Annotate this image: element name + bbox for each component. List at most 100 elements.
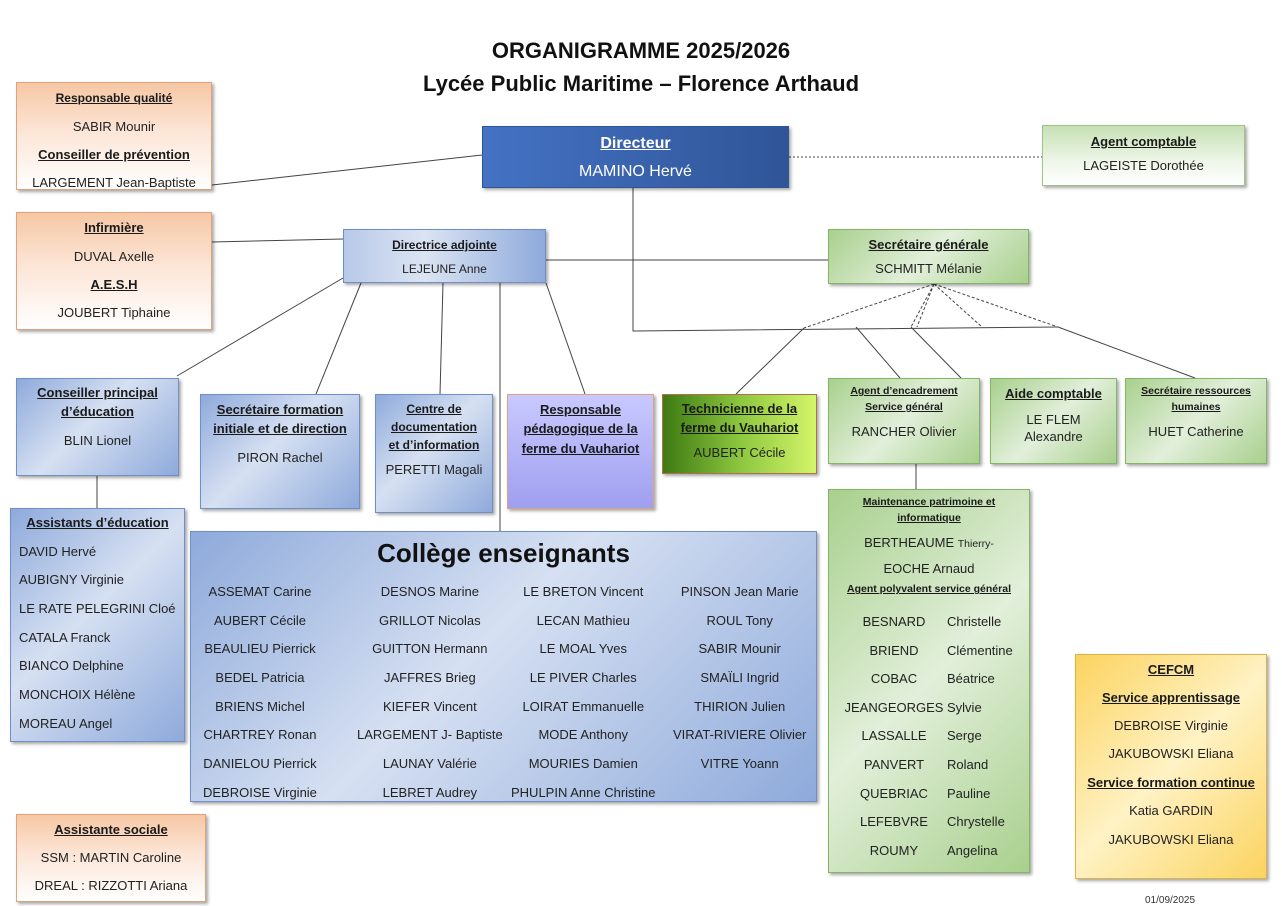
list-item: CATALA Franck xyxy=(19,629,111,645)
connector-adjointe-cdi xyxy=(439,282,444,395)
directeur-name: MAMINO Hervé xyxy=(579,163,692,180)
agent-lastname: ROUMY xyxy=(869,842,919,858)
secretaire-generale-name: SCHMITT Mélanie xyxy=(875,261,982,276)
teacher-name: ROUL Tony xyxy=(706,612,773,628)
list-item: AUBIGNY Virginie xyxy=(19,572,125,588)
directeur-heading: Directeur xyxy=(600,135,671,152)
teacher-name: GRILLOT Nicolas xyxy=(379,612,481,628)
technicienne-heading-line2: ferme du Vauhariot xyxy=(680,420,799,436)
maintenance-name-1: BERTHEAUME Thierry- xyxy=(829,535,1029,561)
service-formation-continue-heading: Service formation continue xyxy=(1087,775,1255,790)
secretaire-formation-heading-line1: Secrétaire formation xyxy=(216,402,344,417)
connector-qualite-directeur xyxy=(211,154,483,186)
teacher-name: BRIENS Michel xyxy=(215,698,305,714)
teacher-name: VITRE Yoann xyxy=(700,756,779,772)
agent-encadrement-heading-line2: Service général xyxy=(865,401,943,414)
agent-comptable-box: Agent comptable LAGEISTE Dorothée xyxy=(1042,125,1245,186)
list-item: MOREAU Angel xyxy=(19,715,113,731)
cefcm-heading: CEFCM xyxy=(1147,662,1195,677)
connector-services-encadrement xyxy=(855,326,901,379)
secretaire-formation-name: PIRON Rachel xyxy=(237,449,323,465)
maintenance-heading-line2: informatique xyxy=(897,512,961,525)
college-column-4: PINSON Jean Marie ROUL Tony SABIR Mounir… xyxy=(673,584,806,785)
teacher-name: DEBROISE Virginie xyxy=(203,784,317,800)
assistants-education-box: Assistants d’éducation DAVID Hervé AUBIG… xyxy=(10,508,185,742)
responsable-qualite-name: SABIR Mounir xyxy=(72,119,156,134)
directeur-box: Directeur MAMINO Hervé xyxy=(482,126,789,188)
dashed-secgen-technicienne xyxy=(803,283,935,329)
cdi-box: Centre de documentation et d’information… xyxy=(375,394,493,513)
agent-lastname: BESNARD xyxy=(862,614,926,629)
teacher-name: PHULPIN Anne Christine xyxy=(511,784,656,800)
agent-lastname: LEFEBVRE xyxy=(860,814,928,830)
list-item: DAVID Hervé xyxy=(19,543,97,559)
agent-comptable-name: LAGEISTE Dorothée xyxy=(1083,158,1204,173)
teacher-name: LECAN Mathieu xyxy=(536,612,630,628)
secretaire-generale-box: Secrétaire générale SCHMITT Mélanie xyxy=(828,229,1029,284)
chart-title: ORGANIGRAMME 2025/2026 xyxy=(491,38,791,63)
connector-services-rh xyxy=(1057,326,1196,379)
connector-services-aide xyxy=(910,326,962,379)
teacher-name: LOIRAT Emmanuelle xyxy=(522,698,645,714)
teacher-name: LE PIVER Charles xyxy=(529,670,637,686)
technicienne-name: AUBERT Cécile xyxy=(693,444,786,460)
assistante-sociale-name-1: SSM : MARTIN Caroline xyxy=(40,850,182,865)
teacher-name: MODE Anthony xyxy=(538,727,629,743)
document-date: 01/09/2025 xyxy=(1145,895,1196,906)
infirmiere-box: Infirmière DUVAL Axelle A.E.S.H JOUBERT … xyxy=(16,212,212,330)
aesh-heading: A.E.S.H xyxy=(90,277,138,292)
teacher-name: LEBRET Audrey xyxy=(382,784,478,800)
teacher-name: DESNOS Marine xyxy=(380,584,479,599)
agent-comptable-heading: Agent comptable xyxy=(1090,134,1197,149)
chart-subtitle: Lycée Public Maritime – Florence Arthaud xyxy=(422,71,860,96)
resp-peda-heading-line2: pédagogique de la xyxy=(523,421,638,437)
maintenance-box: Maintenance patrimoine et informatique B… xyxy=(828,489,1030,873)
secretaire-rh-heading-line2: humaines xyxy=(1171,401,1221,414)
assistante-sociale-heading: Assistante sociale xyxy=(54,822,168,837)
technicienne-box: Technicienne de la ferme du Vauhariot AU… xyxy=(662,394,817,474)
cdi-name: PERETTI Magali xyxy=(385,462,483,477)
agent-encadrement-name: RANCHER Olivier xyxy=(851,424,957,440)
list-item: BESNARD Christelle xyxy=(841,614,1013,643)
cpe-name: BLIN Lionel xyxy=(63,432,132,448)
maintenance-name-1-main: BERTHEAUME xyxy=(864,535,955,551)
secretaire-rh-name: HUET Catherine xyxy=(1148,424,1244,440)
list-item: MONCHOIX Hélène xyxy=(19,687,136,703)
agent-firstname: Sylvie xyxy=(947,699,982,715)
agent-firstname: Christelle xyxy=(947,614,1002,629)
teacher-name: MOURIES Damien xyxy=(528,756,638,772)
assistante-sociale-box: Assistante sociale SSM : MARTIN Caroline… xyxy=(16,814,206,902)
teacher-name: LE MOAL Yves xyxy=(539,641,627,657)
assistante-sociale-name-2: DREAL : RIZZOTTI Ariana xyxy=(34,878,188,893)
agent-polyvalent-heading: Agent polyvalent service général xyxy=(847,583,1011,596)
dashed-secgen-encadrement xyxy=(916,283,935,328)
maintenance-name-2: EOCHE Arnaud xyxy=(883,561,975,577)
aide-comptable-heading: Aide comptable xyxy=(1005,386,1102,401)
college-column-1: ASSEMAT Carine AUBERT Cécile BEAULIEU Pi… xyxy=(203,584,317,814)
college-enseignants-box: Collège enseignants ASSEMAT Carine AUBER… xyxy=(190,531,817,802)
agent-firstname: Pauline xyxy=(947,785,991,801)
secretaire-formation-heading-line2: initiale et de direction xyxy=(213,421,347,437)
teacher-name: CHARTREY Ronan xyxy=(203,727,317,743)
responsable-qualite-box: Responsable qualité SABIR Mounir Conseil… xyxy=(16,82,212,190)
college-column-3: LE BRETON Vincent LECAN Mathieu LE MOAL … xyxy=(511,584,656,814)
agent-firstname: Serge xyxy=(947,728,982,744)
college-column-2: DESNOS Marine GRILLOT Nicolas GUITTON He… xyxy=(357,584,503,814)
agent-firstname: Angelina xyxy=(947,842,998,858)
list-item: JAKUBOWSKI Eliana xyxy=(1108,746,1234,761)
agent-encadrement-box: Agent d’encadrement Service général RANC… xyxy=(828,378,980,464)
infirmiere-heading: Infirmière xyxy=(84,220,144,235)
dashed-secgen-rh xyxy=(933,283,1059,328)
list-item: LE RATE PELEGRINI Cloé xyxy=(19,601,176,617)
teacher-name: THIRION Julien xyxy=(694,698,786,714)
connector-services-technicienne xyxy=(735,327,805,395)
conseiller-prevention-heading: Conseiller de prévention xyxy=(38,147,190,162)
directrice-adjointe-box: Directrice adjointe LEJEUNE Anne xyxy=(343,229,546,283)
teacher-name: DANIELOU Pierrick xyxy=(203,756,317,772)
